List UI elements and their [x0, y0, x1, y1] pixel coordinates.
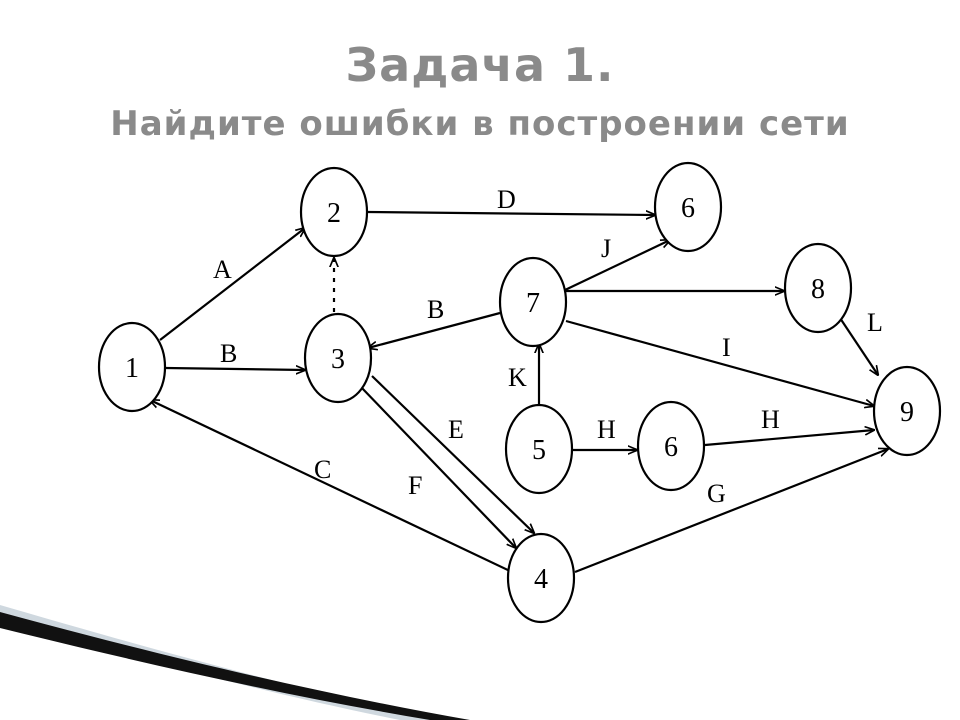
node-n6a: 6	[653, 161, 723, 253]
edge-label-a: A	[213, 255, 232, 284]
node-label: 8	[811, 274, 825, 305]
edge-label-i: I	[722, 333, 731, 362]
edge-j	[564, 240, 670, 291]
edge-label-f: F	[408, 471, 422, 500]
edge-label-b1: B	[220, 339, 237, 368]
node-circle	[636, 400, 706, 492]
edge-b1	[165, 368, 305, 370]
node-label: 1	[125, 353, 139, 384]
node-label: 6	[681, 193, 695, 224]
node-n5: 5	[504, 403, 574, 495]
page-title: Задача 1.	[345, 38, 615, 92]
node-circle	[506, 532, 576, 624]
node-label: 7	[526, 288, 540, 319]
edge-e	[371, 375, 534, 533]
edge-label-d: D	[497, 185, 516, 214]
node-n8: 8	[783, 242, 853, 334]
node-circle	[504, 403, 574, 495]
node-label: 6	[664, 432, 678, 463]
node-n1: 1	[97, 321, 167, 413]
node-label: 5	[532, 435, 546, 466]
node-label: 4	[534, 564, 548, 595]
node-label: 3	[331, 344, 345, 375]
node-circle	[97, 321, 167, 413]
node-label: 2	[327, 198, 341, 229]
edge-label-b2: B	[427, 295, 444, 324]
edge-label-c: C	[314, 455, 331, 484]
node-circle	[653, 161, 723, 253]
edge-g	[574, 449, 888, 574]
node-circle	[303, 312, 373, 404]
node-n9: 9	[872, 365, 942, 457]
edge-label-j: J	[601, 234, 611, 263]
node-circle	[872, 365, 942, 457]
edge-c	[150, 400, 513, 573]
edges-layer	[150, 212, 888, 574]
node-n3: 3	[303, 312, 373, 404]
edge-label-h1: H	[597, 415, 616, 444]
edge-label-e: E	[448, 415, 464, 444]
edge-h2	[704, 430, 874, 447]
decor-swoosh	[0, 605, 470, 720]
page-subtitle: Найдите ошибки в построении сети	[110, 104, 850, 144]
edge-label-k: K	[508, 363, 527, 392]
edge-b2	[368, 311, 501, 348]
edge-i	[565, 319, 874, 406]
node-circle	[498, 256, 568, 348]
edge-label-l: L	[867, 308, 883, 337]
node-circle	[299, 166, 369, 258]
node-n2: 2	[299, 166, 369, 258]
edge-label-g: G	[707, 479, 726, 508]
nodes-layer: 1 2 3 4 5 6 6 7 8 9	[97, 161, 942, 624]
edge-label-h2: H	[761, 405, 780, 434]
edge-f	[359, 385, 516, 548]
edge-a	[159, 228, 305, 341]
node-n4: 4	[506, 532, 576, 624]
edge-d	[367, 212, 655, 215]
node-label: 9	[900, 397, 914, 428]
node-circle	[783, 242, 853, 334]
node-n6b: 6	[636, 400, 706, 492]
edge-l	[839, 317, 878, 375]
edge-labels-layer: A B C D J B EF K H H G I L	[213, 185, 883, 508]
node-n7: 7	[498, 256, 568, 348]
